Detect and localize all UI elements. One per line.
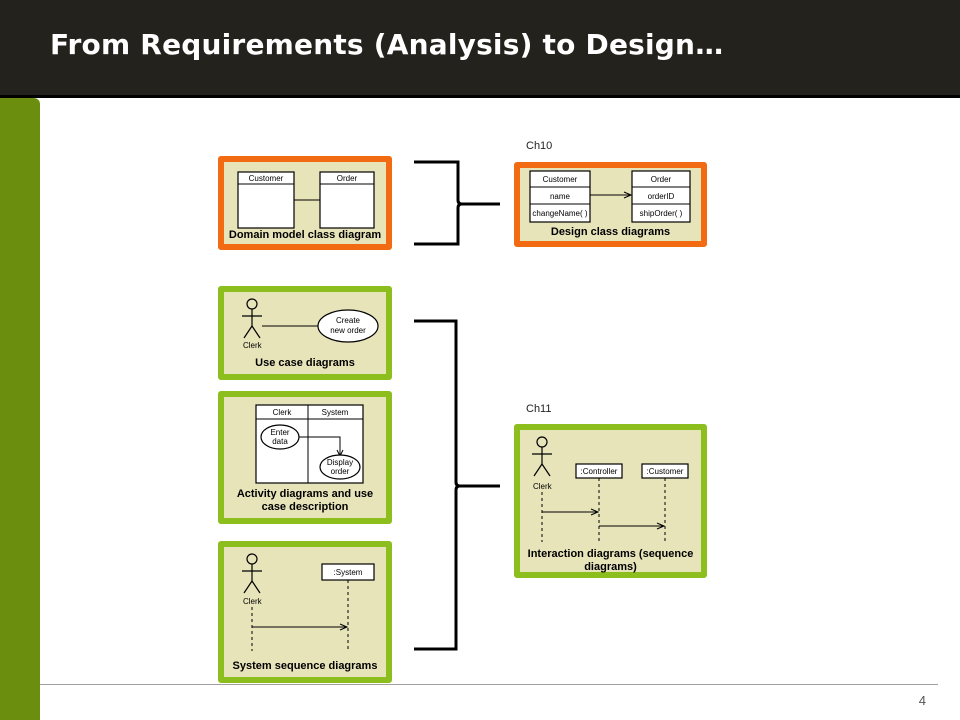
domain-class-order: Order <box>337 174 358 183</box>
footer-divider <box>40 684 938 685</box>
ssd-object-system: :System <box>334 568 363 577</box>
domain-class-customer: Customer <box>249 174 284 183</box>
ssd-caption: System sequence diagrams <box>232 660 378 672</box>
domain-model-diagram: Customer Order <box>237 171 375 229</box>
design-class-caption: Design class diagrams <box>550 226 671 238</box>
ssd-diagram: Clerk :System <box>242 553 375 651</box>
activity-node-enter-line2: data <box>272 437 288 446</box>
interaction-diagram: Clerk :Controller :Customer <box>532 436 689 542</box>
interaction-object-controller: :Controller <box>581 467 618 476</box>
use-case-diagram: Clerk Create new order <box>242 298 379 350</box>
activity-lane-system: System <box>322 408 349 417</box>
title-bar: From Requirements (Analysis) to Design… <box>0 0 960 95</box>
interaction-caption-line1: Interaction diagrams (sequence <box>527 548 694 560</box>
design-class-diagram: Customer name changeName( ) Order orderI… <box>529 170 691 223</box>
ssd-actor-label: Clerk <box>243 597 263 606</box>
use-case-card: Clerk Create new order Use case diagrams <box>218 286 392 380</box>
slide-title: From Requirements (Analysis) to Design… <box>50 28 724 61</box>
activity-node-display-line2: order <box>331 467 350 476</box>
activity-node-display-line1: Display <box>327 458 353 467</box>
use-case-actor-label: Clerk <box>243 341 263 350</box>
design-class-order: Order <box>651 175 672 184</box>
chapter-label-ch11: Ch11 <box>526 403 552 415</box>
design-class-customer: Customer <box>543 175 578 184</box>
interaction-card: Clerk :Controller :Customer Interaction … <box>514 424 707 578</box>
activity-caption-line2: case description <box>261 501 349 513</box>
design-class-card: Customer name changeName( ) Order orderI… <box>514 162 707 247</box>
interaction-object-customer: :Customer <box>647 467 684 476</box>
activity-lane-clerk: Clerk <box>273 408 293 417</box>
chapter-label-ch10: Ch10 <box>526 140 553 152</box>
brace-bottom <box>414 319 500 651</box>
domain-model-caption: Domain model class diagram <box>228 229 382 241</box>
activity-node-enter-line1: Enter <box>270 428 289 437</box>
design-attr-name: name <box>550 192 571 201</box>
design-attr-orderid: orderID <box>648 192 675 201</box>
activity-card: Clerk System Enter data Display order Ac… <box>218 391 392 524</box>
use-case-name-line2: new order <box>330 326 366 335</box>
design-op-shiporder: shipOrder( ) <box>640 209 683 218</box>
left-accent-bar <box>0 98 40 720</box>
page-number: 4 <box>918 693 926 708</box>
activity-caption-line1: Activity diagrams and use <box>236 488 374 500</box>
title-divider <box>0 95 960 98</box>
use-case-name-line1: Create <box>336 316 361 325</box>
domain-model-card: Customer Order Domain model class diagra… <box>218 156 392 250</box>
ssd-card: Clerk :System System sequence diagrams <box>218 541 392 683</box>
interaction-actor-label: Clerk <box>533 482 553 491</box>
interaction-caption-line2: diagrams) <box>584 561 637 573</box>
use-case-caption: Use case diagrams <box>255 357 355 369</box>
design-op-changename: changeName( ) <box>532 209 587 218</box>
brace-top <box>414 160 500 246</box>
activity-diagram: Clerk System Enter data Display order <box>255 404 364 484</box>
